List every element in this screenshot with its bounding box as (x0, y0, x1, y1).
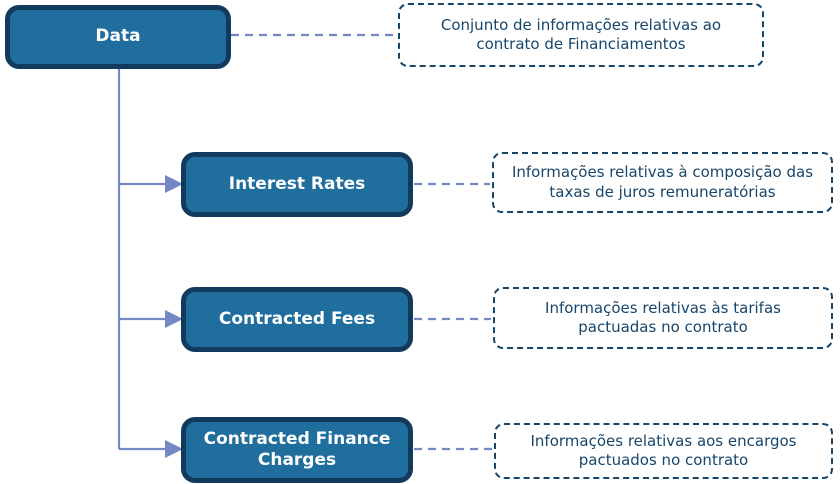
note-contracted-fees-text: Informações relativas às tarifas pactuad… (545, 298, 781, 337)
note-interest-rates-text: Informações relativas à composição das t… (511, 163, 814, 201)
arrowhead-icon-2 (165, 310, 183, 328)
node-data-label: Data (95, 26, 141, 47)
node-contracted-finance-charges: Contracted Finance Charges (181, 417, 413, 483)
note-contracted-fees: Informações relativas às tarifas pactuad… (493, 287, 833, 349)
arrowhead-icon-1 (165, 175, 183, 193)
note-contracted-finance-charges: Informações relativas aos encargos pactu… (494, 423, 833, 479)
arrowhead-icon-3 (165, 440, 183, 458)
note-data: Conjunto de informações relativas ao con… (398, 3, 764, 67)
note-data-text: Conjunto de informações relativas ao con… (440, 15, 722, 54)
node-contracted-finance-charges-label: Contracted Finance Charges (203, 428, 391, 470)
note-contracted-finance-charges-text: Informações relativas aos encargos pactu… (530, 431, 797, 470)
node-interest-rates-label: Interest Rates (228, 173, 366, 194)
node-contracted-fees-label: Contracted Fees (218, 308, 376, 329)
note-interest-rates: Informações relativas à composição das t… (492, 152, 833, 213)
node-interest-rates: Interest Rates (181, 152, 413, 217)
node-contracted-fees: Contracted Fees (181, 287, 413, 352)
node-data: Data (5, 5, 231, 69)
